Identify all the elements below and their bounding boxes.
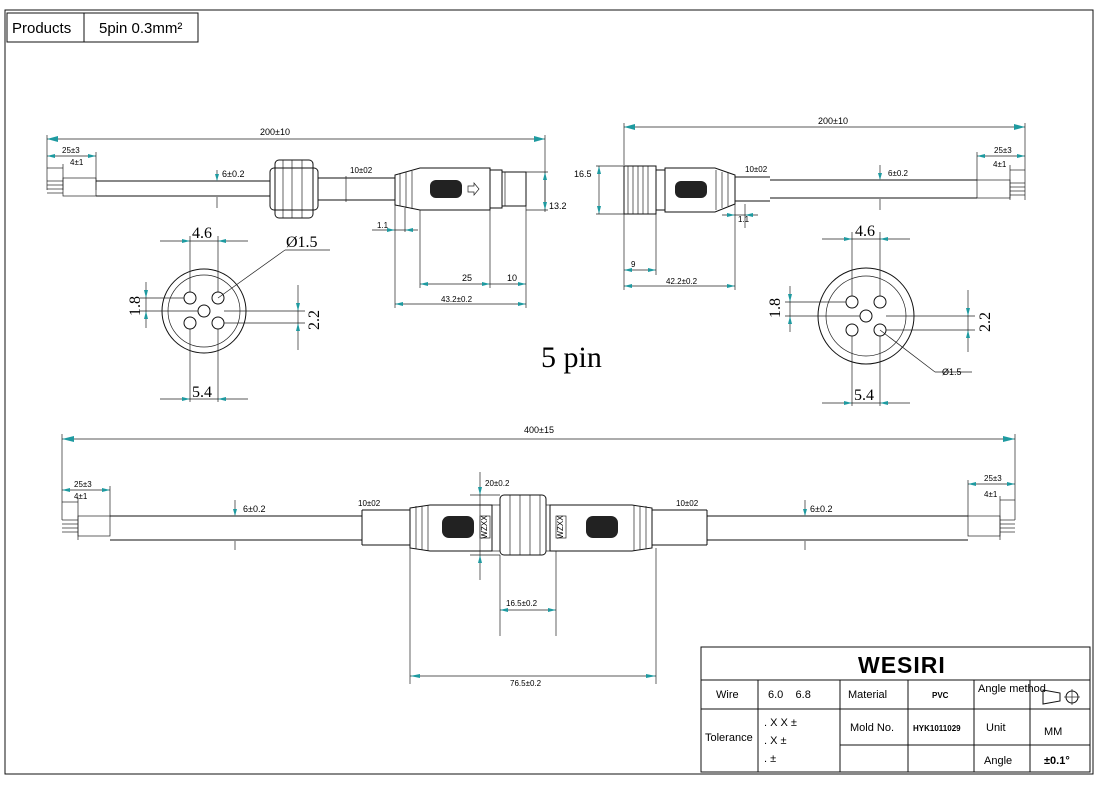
tl-total-len: 43.2±0.2 <box>441 295 473 304</box>
b-left-strip-inner: 4±1 <box>74 492 88 501</box>
right-pin-face-view: 4.6 1.8 2.2 Ø1.5 5.4 <box>767 223 994 406</box>
rf-pitch-top: 4.6 <box>855 223 875 240</box>
tr-total-len: 42.2±0.2 <box>666 277 698 286</box>
tr-overall-length: 200±10 <box>818 116 848 126</box>
tl-body-len: 25 <box>462 273 472 283</box>
b-right-cable-diameter: 6±0.2 <box>810 504 832 514</box>
tl-gap: 1.1 <box>377 221 389 230</box>
tl-strip-outer: 25±3 <box>62 146 80 155</box>
products-label: Products <box>12 20 71 37</box>
tr-strip-inner: 4±1 <box>993 160 1007 169</box>
rf-offset-right: 2.2 <box>977 312 994 332</box>
tolerance-2: . X ± <box>764 735 787 747</box>
b-right-strip-inner: 4±1 <box>984 490 998 499</box>
b-left-logo: WZXX <box>480 515 489 539</box>
wire-label: Wire <box>716 689 739 701</box>
b-right-logo: WZXX <box>556 515 565 539</box>
unit-value: MM <box>1044 726 1062 738</box>
mold-value: HYK1011029 <box>913 724 961 733</box>
b-left-cable-diameter: 6±0.2 <box>243 504 265 514</box>
tr-gap: 1.1 <box>738 215 750 224</box>
tr-thread-len: 9 <box>631 260 636 269</box>
rf-pin-diameter: Ø1.5 <box>942 367 962 377</box>
angle-method-label: Angle method <box>978 683 1046 695</box>
b-nut-diameter: 20±0.2 <box>485 479 510 488</box>
lf-offset-left: 1.8 <box>127 296 144 316</box>
rf-pitch-bottom: 5.4 <box>854 387 874 404</box>
title-block: WESIRI Wire 6.0 6.8 Material PVC Angle m… <box>700 646 1091 773</box>
rf-offset-left: 1.8 <box>767 298 784 318</box>
tr-thread-diameter: 16.5 <box>574 169 592 179</box>
angle-label: Angle <box>984 755 1012 767</box>
top-right-cable-drawing: 200±10 25±3 4±1 6±0.2 10±02 <box>574 116 1026 290</box>
b-right-boot-diameter: 10±02 <box>676 499 699 508</box>
tr-cable-diameter: 6±0.2 <box>888 169 909 178</box>
b-left-boot-diameter: 10±02 <box>358 499 381 508</box>
b-nut-length: 16.5±0.2 <box>506 599 538 608</box>
mold-label: Mold No. <box>850 722 894 734</box>
tl-boot-diameter: 10±02 <box>350 166 373 175</box>
b-total-length: 76.5±0.2 <box>510 679 542 688</box>
material-value: PVC <box>932 691 949 700</box>
bottom-mated-cable-drawing: 400±15 25±3 4±1 6±0.2 10±02 WZXX <box>61 425 1016 688</box>
tl-overall-length: 200±10 <box>260 127 290 137</box>
angle-value: ±0.1° <box>1044 755 1070 767</box>
tr-strip-outer: 25±3 <box>994 146 1012 155</box>
top-left-cable-drawing: 200±10 25±3 4±1 6±0.2 10±02 <box>46 127 567 308</box>
b-left-strip-outer: 25±3 <box>74 480 92 489</box>
lf-pitch-top: 4.6 <box>192 225 212 242</box>
left-pin-face-view: 4.6 Ø1.5 1.8 2.2 5.4 <box>127 225 330 402</box>
tl-tip-len: 10 <box>507 273 517 283</box>
tl-cable-diameter: 6±0.2 <box>222 169 244 179</box>
sheet-border <box>4 9 1094 775</box>
header-box: Products 5pin 0.3mm² <box>6 12 199 43</box>
wire-values: 6.0 6.8 <box>768 689 811 701</box>
lf-pin-diameter: Ø1.5 <box>286 234 318 251</box>
tolerance-1: . X X ± <box>764 717 797 729</box>
b-overall-length: 400±15 <box>524 425 554 435</box>
tolerance-3: . ± <box>764 753 776 765</box>
b-right-strip-outer: 25±3 <box>984 474 1002 483</box>
lf-offset-right: 2.2 <box>306 310 323 330</box>
brand-name: WESIRI <box>858 652 946 678</box>
tl-nut-diameter: 13.2 <box>549 201 567 211</box>
product-spec: 5pin 0.3mm² <box>99 20 182 37</box>
material-label: Material <box>848 689 887 701</box>
lf-pitch-bottom: 5.4 <box>192 384 212 401</box>
tolerance-label: Tolerance <box>705 732 753 744</box>
tr-boot-diameter: 10±02 <box>745 165 768 174</box>
projection-symbol-icon <box>1042 689 1080 705</box>
tl-strip-inner: 4±1 <box>70 158 84 167</box>
center-pin-label: 5 pin <box>541 341 602 374</box>
unit-label: Unit <box>986 722 1006 734</box>
